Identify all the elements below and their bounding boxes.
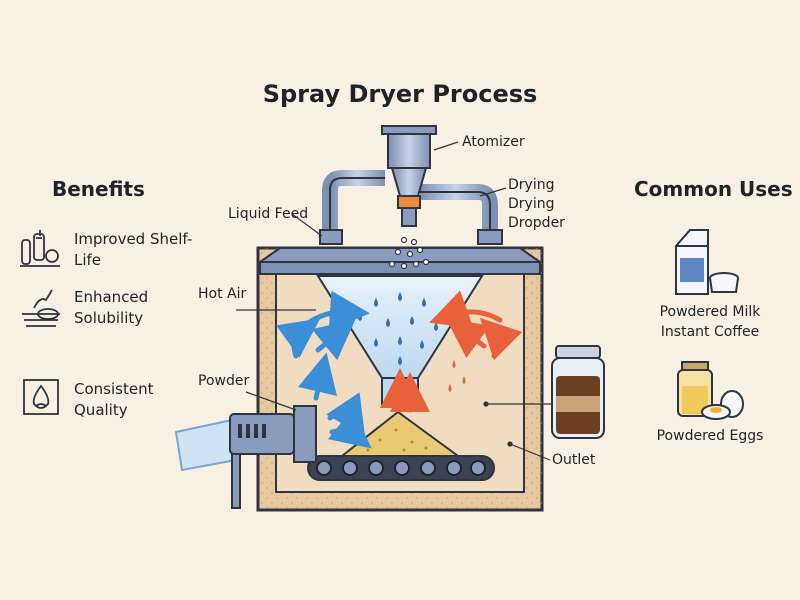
exhaust-droplets bbox=[448, 360, 466, 392]
cool-air-arrows bbox=[276, 290, 372, 449]
air-blower bbox=[174, 405, 317, 509]
powder-jar bbox=[551, 345, 605, 439]
common-uses-heading: Common Uses bbox=[634, 177, 793, 201]
leader-lines bbox=[236, 141, 552, 461]
atomizer-label: Atomizer bbox=[462, 134, 525, 150]
liquid-feed-label: Liquid Feed bbox=[228, 206, 309, 222]
page-title: Spray Dryer Process bbox=[262, 80, 538, 108]
hot-air-arrows bbox=[380, 290, 523, 413]
water-drop-icon bbox=[23, 379, 59, 415]
hot-air-label: Hot Air bbox=[198, 286, 247, 302]
droplets bbox=[358, 292, 448, 365]
spray-cone bbox=[316, 275, 484, 405]
outlet-label: Outlet bbox=[552, 452, 596, 468]
conveyor-belt bbox=[307, 455, 495, 481]
powder-label: Powder bbox=[198, 373, 250, 389]
feed-pipes bbox=[319, 170, 503, 245]
atomized-particles bbox=[388, 236, 430, 270]
atomizer bbox=[381, 125, 437, 227]
powder-pile bbox=[339, 410, 462, 457]
milk-carton-icon bbox=[675, 229, 739, 295]
powder-scoop-icon bbox=[22, 289, 60, 327]
test-tubes-icon bbox=[20, 230, 60, 267]
egg-jar-icon bbox=[677, 361, 744, 420]
benefit-shelf-life-label: Improved Shelf-Life bbox=[74, 230, 193, 269]
use-eggs-label: Powdered Eggs bbox=[656, 428, 764, 444]
benefits-heading: Benefits bbox=[52, 177, 145, 201]
drying-chamber bbox=[256, 246, 544, 512]
